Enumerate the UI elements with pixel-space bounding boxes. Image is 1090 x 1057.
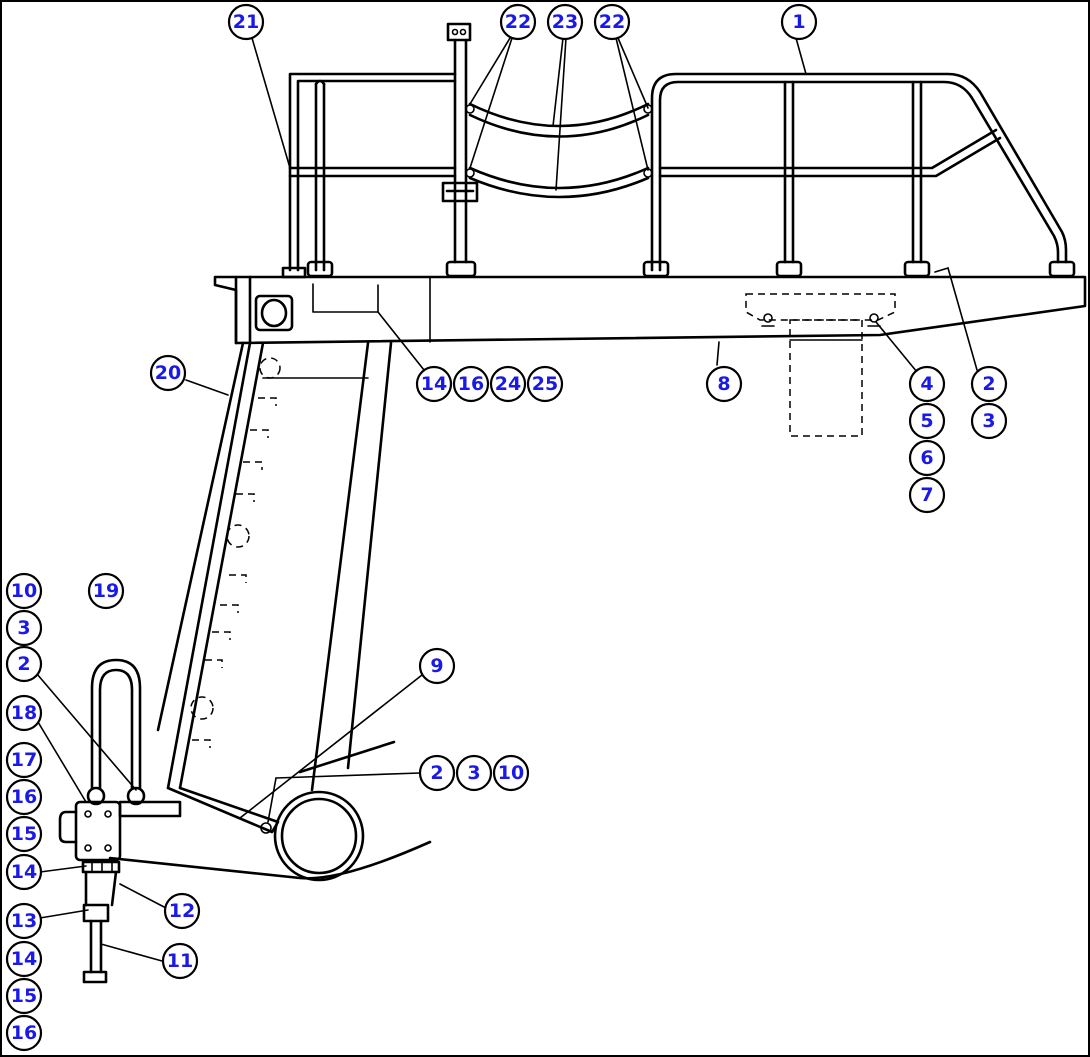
callout-20: 20 bbox=[149, 354, 187, 392]
leader-lines bbox=[36, 37, 978, 962]
callout-bubbles: 21 22 23 22 1 20 14 16 24 25 8 4 5 6 7 2… bbox=[5, 3, 1008, 1052]
svg-text:11: 11 bbox=[167, 950, 193, 972]
step-mount-bracket bbox=[745, 293, 896, 437]
callout-25: 25 bbox=[526, 365, 564, 403]
callout-10: 10 bbox=[5, 572, 43, 610]
callout-19: 19 bbox=[87, 572, 125, 610]
svg-text:24: 24 bbox=[495, 373, 521, 395]
svg-text:6: 6 bbox=[920, 447, 933, 469]
callout-10: 10 bbox=[492, 754, 530, 792]
svg-text:14: 14 bbox=[11, 948, 37, 970]
svg-text:14: 14 bbox=[421, 373, 447, 395]
callout-2: 2 bbox=[970, 365, 1008, 403]
callout-24: 24 bbox=[489, 365, 527, 403]
callout-3: 3 bbox=[455, 754, 493, 792]
callout-14: 14 bbox=[5, 940, 43, 978]
callout-13: 13 bbox=[5, 902, 43, 940]
svg-text:17: 17 bbox=[11, 749, 37, 771]
svg-text:19: 19 bbox=[93, 580, 119, 602]
callout-16: 16 bbox=[452, 365, 490, 403]
svg-text:1: 1 bbox=[792, 11, 805, 33]
svg-text:22: 22 bbox=[505, 11, 531, 33]
svg-text:16: 16 bbox=[11, 1022, 37, 1044]
callout-3: 3 bbox=[970, 402, 1008, 440]
svg-text:14: 14 bbox=[11, 861, 37, 883]
callout-6: 6 bbox=[908, 439, 946, 477]
callout-8: 8 bbox=[705, 365, 743, 403]
left-handrail bbox=[281, 72, 457, 279]
svg-text:20: 20 bbox=[155, 362, 181, 384]
svg-text:7: 7 bbox=[920, 484, 933, 506]
callout-22: 22 bbox=[499, 3, 537, 41]
svg-text:18: 18 bbox=[11, 702, 37, 724]
svg-text:23: 23 bbox=[552, 11, 578, 33]
callout-16: 16 bbox=[5, 778, 43, 816]
gate-post bbox=[441, 22, 479, 278]
callout-4: 4 bbox=[908, 365, 946, 403]
callout-17: 17 bbox=[5, 741, 43, 779]
callout-23: 23 bbox=[546, 3, 584, 41]
callout-12: 12 bbox=[163, 892, 201, 930]
svg-text:13: 13 bbox=[11, 910, 37, 932]
svg-text:16: 16 bbox=[458, 373, 484, 395]
cylinder-tank bbox=[108, 790, 432, 882]
callout-15: 15 bbox=[5, 977, 43, 1015]
callout-14: 14 bbox=[5, 853, 43, 891]
callout-18: 18 bbox=[5, 694, 43, 732]
callout-15: 15 bbox=[5, 815, 43, 853]
svg-text:25: 25 bbox=[532, 373, 558, 395]
svg-text:8: 8 bbox=[717, 373, 730, 395]
svg-text:16: 16 bbox=[11, 786, 37, 808]
callout-11: 11 bbox=[161, 942, 199, 980]
svg-text:2: 2 bbox=[17, 653, 30, 675]
callout-21: 21 bbox=[227, 3, 265, 41]
svg-text:4: 4 bbox=[920, 373, 933, 395]
callout-2: 2 bbox=[418, 754, 456, 792]
svg-text:10: 10 bbox=[498, 762, 524, 784]
svg-text:3: 3 bbox=[467, 762, 480, 784]
callout-22: 22 bbox=[593, 3, 631, 41]
latch-assembly bbox=[58, 658, 182, 984]
platform-deck bbox=[213, 275, 1087, 345]
callout-3: 3 bbox=[5, 609, 43, 647]
right-handrail bbox=[642, 72, 1076, 278]
callout-14: 14 bbox=[415, 365, 453, 403]
svg-text:9: 9 bbox=[430, 655, 443, 677]
svg-text:2: 2 bbox=[982, 373, 995, 395]
svg-text:21: 21 bbox=[233, 11, 259, 33]
callout-1: 1 bbox=[780, 3, 818, 41]
svg-text:22: 22 bbox=[599, 11, 625, 33]
callout-2: 2 bbox=[5, 645, 43, 683]
ladder bbox=[156, 341, 396, 834]
svg-text:15: 15 bbox=[11, 823, 37, 845]
svg-text:3: 3 bbox=[17, 617, 30, 639]
svg-text:15: 15 bbox=[11, 985, 37, 1007]
svg-text:3: 3 bbox=[982, 410, 995, 432]
svg-text:10: 10 bbox=[11, 580, 37, 602]
callout-9: 9 bbox=[418, 647, 456, 685]
callout-7: 7 bbox=[908, 476, 946, 514]
svg-text:5: 5 bbox=[920, 410, 933, 432]
callout-16: 16 bbox=[5, 1014, 43, 1052]
callout-5: 5 bbox=[908, 402, 946, 440]
svg-text:2: 2 bbox=[430, 762, 443, 784]
svg-text:12: 12 bbox=[169, 900, 195, 922]
